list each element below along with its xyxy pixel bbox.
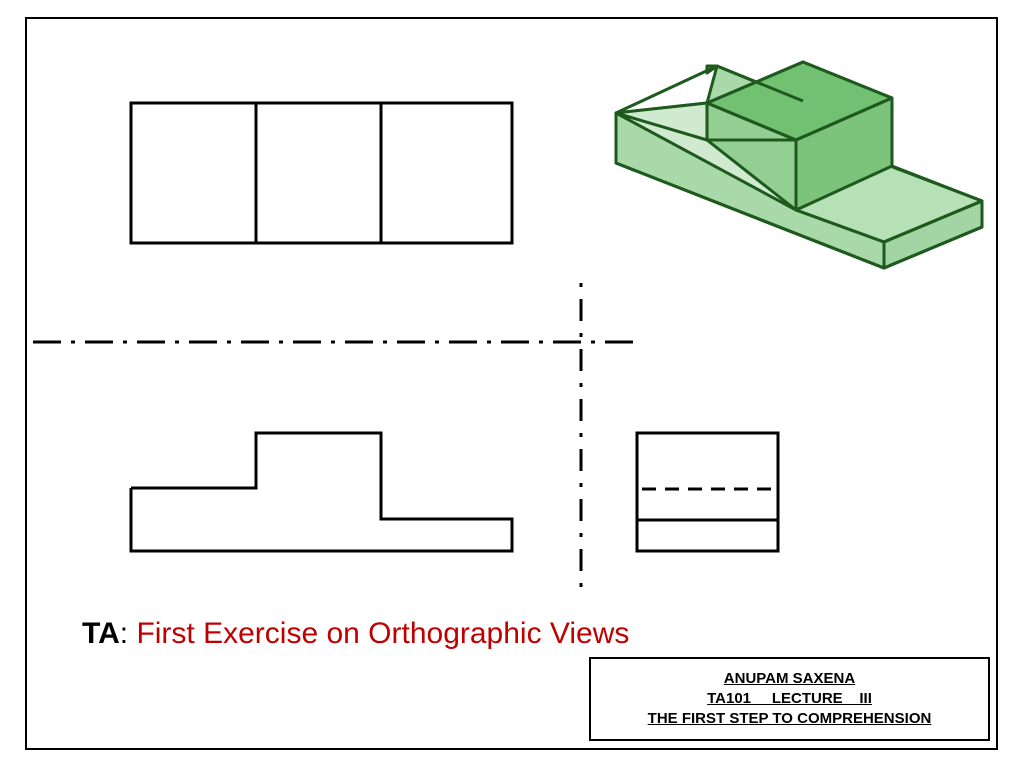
side-view-outline bbox=[635, 431, 780, 553]
drawing-border bbox=[25, 17, 998, 750]
side-view bbox=[635, 431, 780, 553]
iso-edge-step bbox=[705, 103, 886, 268]
top-view-outline bbox=[129, 101, 514, 245]
isometric-view bbox=[614, 60, 984, 270]
front-view-outline bbox=[129, 431, 514, 553]
caption-prefix: TA bbox=[82, 617, 120, 650]
reference-lines bbox=[33, 283, 636, 597]
front-view bbox=[129, 431, 514, 553]
title-block-subtitle: THE FIRST STEP TO COMPREHENSION bbox=[647, 710, 932, 727]
title-block-course: TA101 LECTURE III bbox=[707, 690, 872, 707]
iso-edge-left-top bbox=[615, 111, 708, 142]
caption-title: First Exercise on Orthographic Views bbox=[136, 617, 630, 650]
iso-edge-low-front bbox=[883, 199, 983, 244]
title-block: ANUPAM SAXENA TA101 LECTURE III THE FIRS… bbox=[589, 657, 990, 741]
exercise-caption: TA: First Exercise on Orthographic Views bbox=[82, 614, 629, 654]
iso-edge-raised-top bbox=[706, 96, 893, 142]
iso-edge-back-left bbox=[615, 64, 804, 115]
iso-edges bbox=[614, 60, 984, 270]
top-view bbox=[129, 101, 514, 245]
caption-separator: : bbox=[119, 617, 137, 650]
title-block-author: ANUPAM SAXENA bbox=[723, 670, 856, 687]
